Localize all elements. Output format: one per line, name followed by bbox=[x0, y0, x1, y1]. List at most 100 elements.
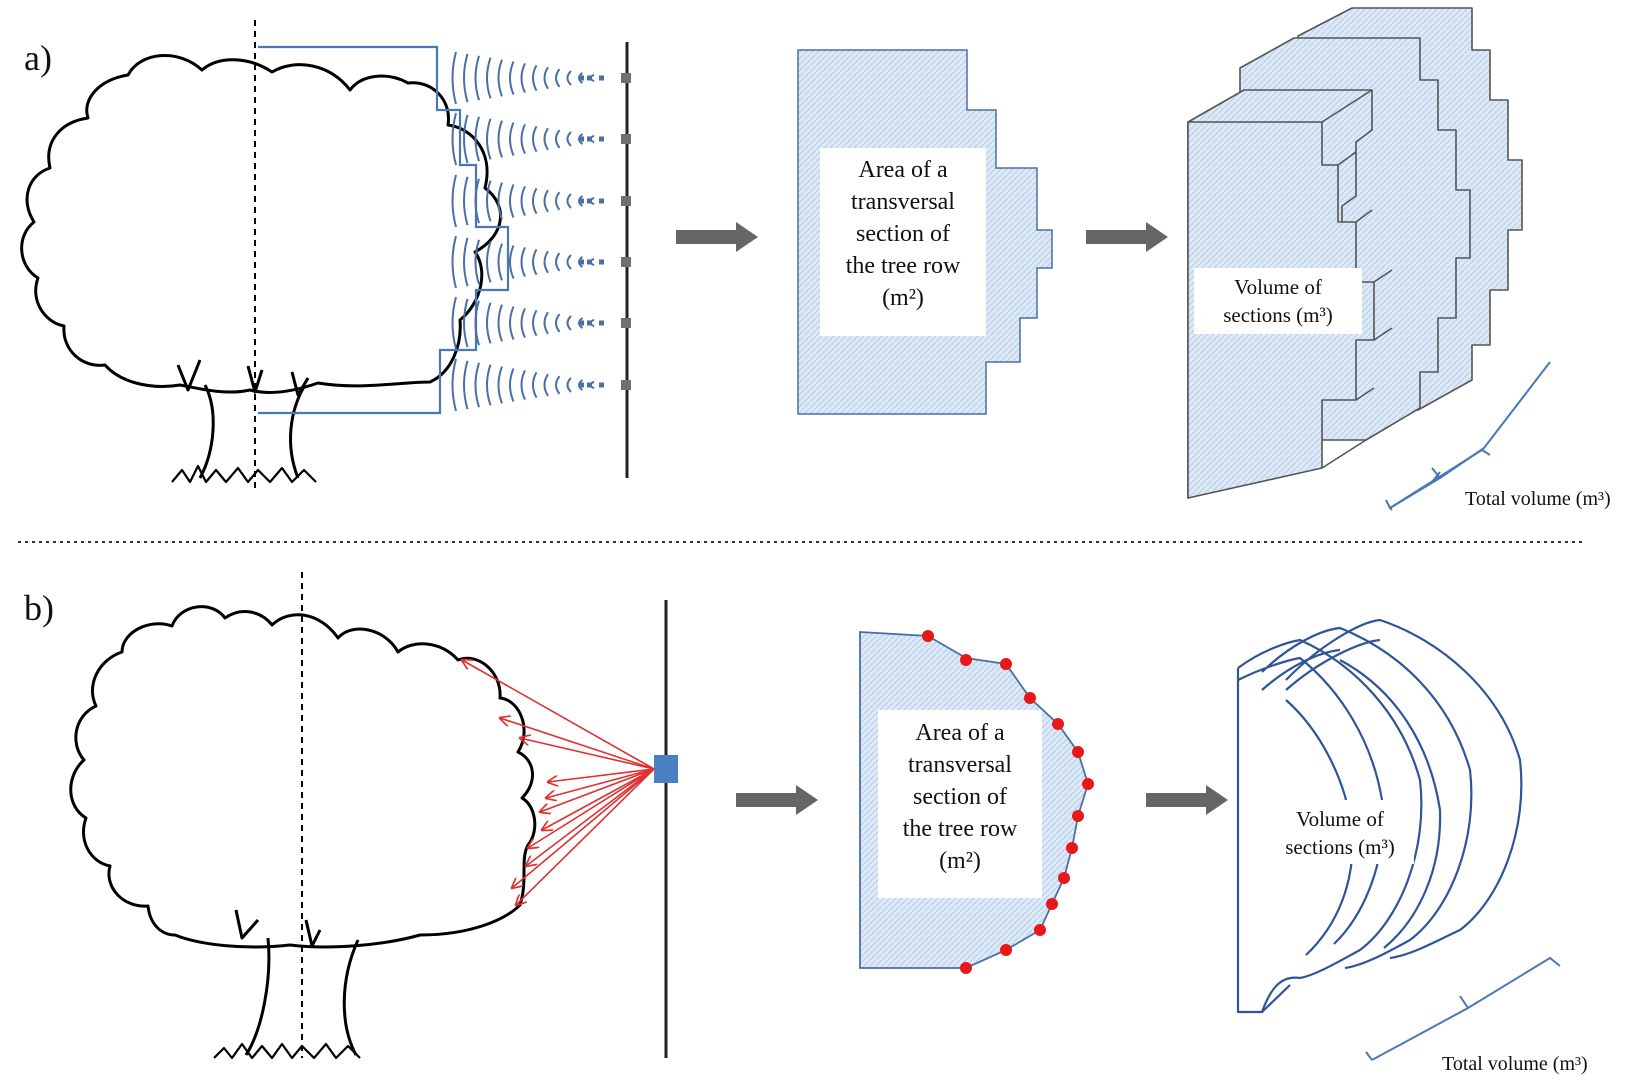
lidar-point bbox=[922, 630, 934, 642]
ultrasonic-wave-icon bbox=[451, 174, 604, 228]
volume-label-b: Volume of sections (m³) bbox=[1285, 807, 1395, 859]
wave-dot bbox=[587, 259, 592, 265]
lidar-ray bbox=[462, 660, 655, 770]
wave-dot bbox=[599, 320, 604, 326]
wave-dot bbox=[599, 75, 604, 81]
wave-arc bbox=[486, 118, 492, 160]
area-label-a: Area of a transversal section of the tre… bbox=[846, 157, 961, 311]
wave-arc bbox=[543, 189, 549, 213]
wave-arc bbox=[486, 57, 492, 99]
wave-arc bbox=[520, 246, 526, 278]
lidar-point bbox=[1024, 692, 1036, 704]
lidar-rays bbox=[462, 660, 655, 905]
total-brace-b bbox=[1365, 956, 1561, 1061]
wave-arc bbox=[497, 59, 503, 97]
lidar-point bbox=[1000, 944, 1012, 956]
wave-arc bbox=[509, 306, 515, 340]
volume-label-box bbox=[1194, 268, 1362, 334]
tree-b-icon bbox=[69, 605, 537, 1060]
panel-b-label: b) bbox=[24, 588, 54, 628]
volume-line-2: sections (m³) bbox=[1223, 303, 1333, 327]
lidar-point bbox=[1082, 778, 1094, 790]
wave-dot bbox=[599, 136, 604, 142]
volume-label-a: Volume of sections (m³) bbox=[1223, 275, 1333, 327]
lidar-ray bbox=[542, 768, 655, 830]
lidar-ray bbox=[520, 738, 655, 770]
wave-arc bbox=[486, 302, 492, 344]
lidar-point bbox=[1072, 746, 1084, 758]
lidar-ray bbox=[540, 768, 655, 812]
lidar-ray bbox=[546, 768, 655, 798]
wave-arc bbox=[463, 360, 469, 410]
total-brace-a bbox=[1385, 447, 1491, 511]
wave-arc bbox=[497, 304, 503, 342]
area-line-4: the tree row bbox=[903, 816, 1018, 842]
ultrasonic-wave-icon bbox=[451, 296, 604, 350]
lidar-point bbox=[960, 962, 972, 974]
lidar-point bbox=[1072, 810, 1084, 822]
wave-arc bbox=[543, 66, 549, 90]
wave-arc bbox=[497, 366, 503, 404]
wave-arc bbox=[520, 307, 526, 339]
volume-line-2: sections (m³) bbox=[1285, 835, 1395, 859]
wave-arc bbox=[566, 131, 572, 147]
wave-arc bbox=[497, 120, 503, 158]
ultrasonic-wave-icon bbox=[451, 51, 604, 105]
panel-a: a) bbox=[20, 7, 1611, 511]
wave-arc bbox=[474, 178, 480, 224]
wave-arc bbox=[543, 373, 549, 397]
total-volume-label-a: Total volume (m³) bbox=[1465, 488, 1611, 510]
wave-arc bbox=[509, 61, 515, 95]
lidar-point bbox=[1052, 718, 1064, 730]
wave-arc bbox=[566, 254, 572, 270]
wave-arc bbox=[532, 371, 538, 399]
process-arrow bbox=[1146, 785, 1228, 815]
area-line-4: the tree row bbox=[846, 253, 961, 279]
area-line-3: section of bbox=[856, 221, 950, 247]
volume-line-1: Volume of bbox=[1296, 807, 1384, 831]
wave-arc bbox=[509, 368, 515, 402]
wave-dot bbox=[587, 198, 592, 204]
lidar-point bbox=[1034, 924, 1046, 936]
wave-arc bbox=[555, 375, 561, 395]
wave-arc bbox=[463, 237, 469, 287]
brace-line bbox=[1389, 361, 1551, 509]
wave-arc bbox=[509, 122, 515, 156]
wave-arc bbox=[486, 241, 492, 283]
wave-dot bbox=[579, 198, 584, 204]
wave-arc bbox=[474, 300, 480, 346]
wave-arc bbox=[532, 187, 538, 215]
wave-arc bbox=[532, 64, 538, 92]
area-line-5: (m²) bbox=[939, 848, 981, 874]
lidar-point bbox=[1046, 898, 1058, 910]
wave-arc bbox=[543, 250, 549, 274]
wave-arc bbox=[486, 364, 492, 406]
ultrasonic-wave-icon bbox=[451, 358, 604, 412]
wave-arc bbox=[566, 70, 572, 86]
wave-dot bbox=[587, 136, 592, 142]
lidar-ray bbox=[528, 768, 655, 848]
wave-arc bbox=[520, 185, 526, 217]
wave-arc bbox=[532, 309, 538, 337]
wave-arc bbox=[509, 245, 515, 279]
lidar-ray bbox=[516, 768, 655, 905]
wave-arc bbox=[555, 313, 561, 333]
wave-arc bbox=[486, 180, 492, 222]
wave-dot bbox=[579, 382, 584, 388]
wave-dot bbox=[579, 136, 584, 142]
wave-arc bbox=[451, 112, 457, 166]
wave-arc bbox=[451, 358, 457, 412]
panel-b: b) Area of a transversal section of the … bbox=[24, 572, 1588, 1075]
area-line-1: Area of a bbox=[915, 720, 1005, 746]
wave-arc bbox=[474, 239, 480, 285]
wave-dot bbox=[599, 259, 604, 265]
wave-dot bbox=[579, 259, 584, 265]
process-arrow bbox=[676, 222, 758, 252]
wave-dot bbox=[599, 382, 604, 388]
lidar-points bbox=[922, 630, 1094, 974]
volume-blocks-a bbox=[1187, 7, 1523, 499]
total-volume-label-b: Total volume (m³) bbox=[1442, 1053, 1588, 1075]
process-arrow bbox=[1086, 222, 1168, 252]
tree-a-icon bbox=[20, 54, 502, 484]
wave-dot bbox=[587, 320, 592, 326]
